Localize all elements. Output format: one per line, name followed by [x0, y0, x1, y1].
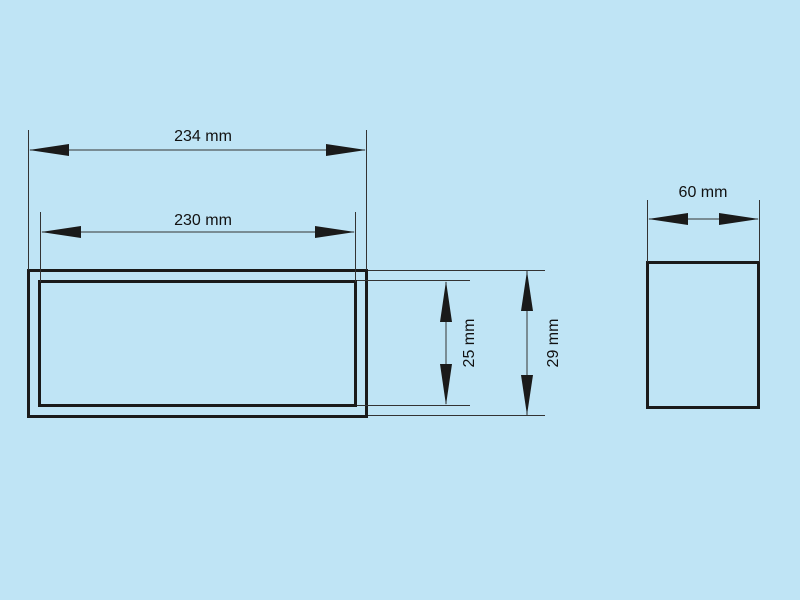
inner-width-label: 230 mm [174, 212, 232, 229]
arrowhead [29, 144, 69, 156]
arrowhead [41, 226, 81, 238]
outer-height-label: 29 mm [545, 319, 562, 368]
dimension-outer-height: 29 mm [521, 271, 562, 415]
side-view-box [646, 261, 760, 409]
arrowhead [440, 281, 452, 322]
arrowhead [326, 144, 366, 156]
depth-label: 60 mm [679, 184, 728, 201]
arrowhead [521, 375, 533, 415]
inner-height-label: 25 mm [461, 319, 478, 368]
arrowhead [315, 226, 355, 238]
arrowhead [719, 213, 759, 225]
dimension-outer-width: 234 mm [28, 128, 367, 270]
dimension-depth: 60 mm [647, 184, 760, 262]
dimension-inner-height: 25 mm [440, 281, 478, 405]
arrowhead [440, 364, 452, 405]
arrowhead [648, 213, 688, 225]
arrowhead [521, 271, 533, 311]
dimension-inner-width: 230 mm [40, 212, 356, 282]
outer-frame [27, 269, 368, 418]
inner-frame [38, 280, 357, 407]
outer-width-label: 234 mm [174, 128, 232, 145]
